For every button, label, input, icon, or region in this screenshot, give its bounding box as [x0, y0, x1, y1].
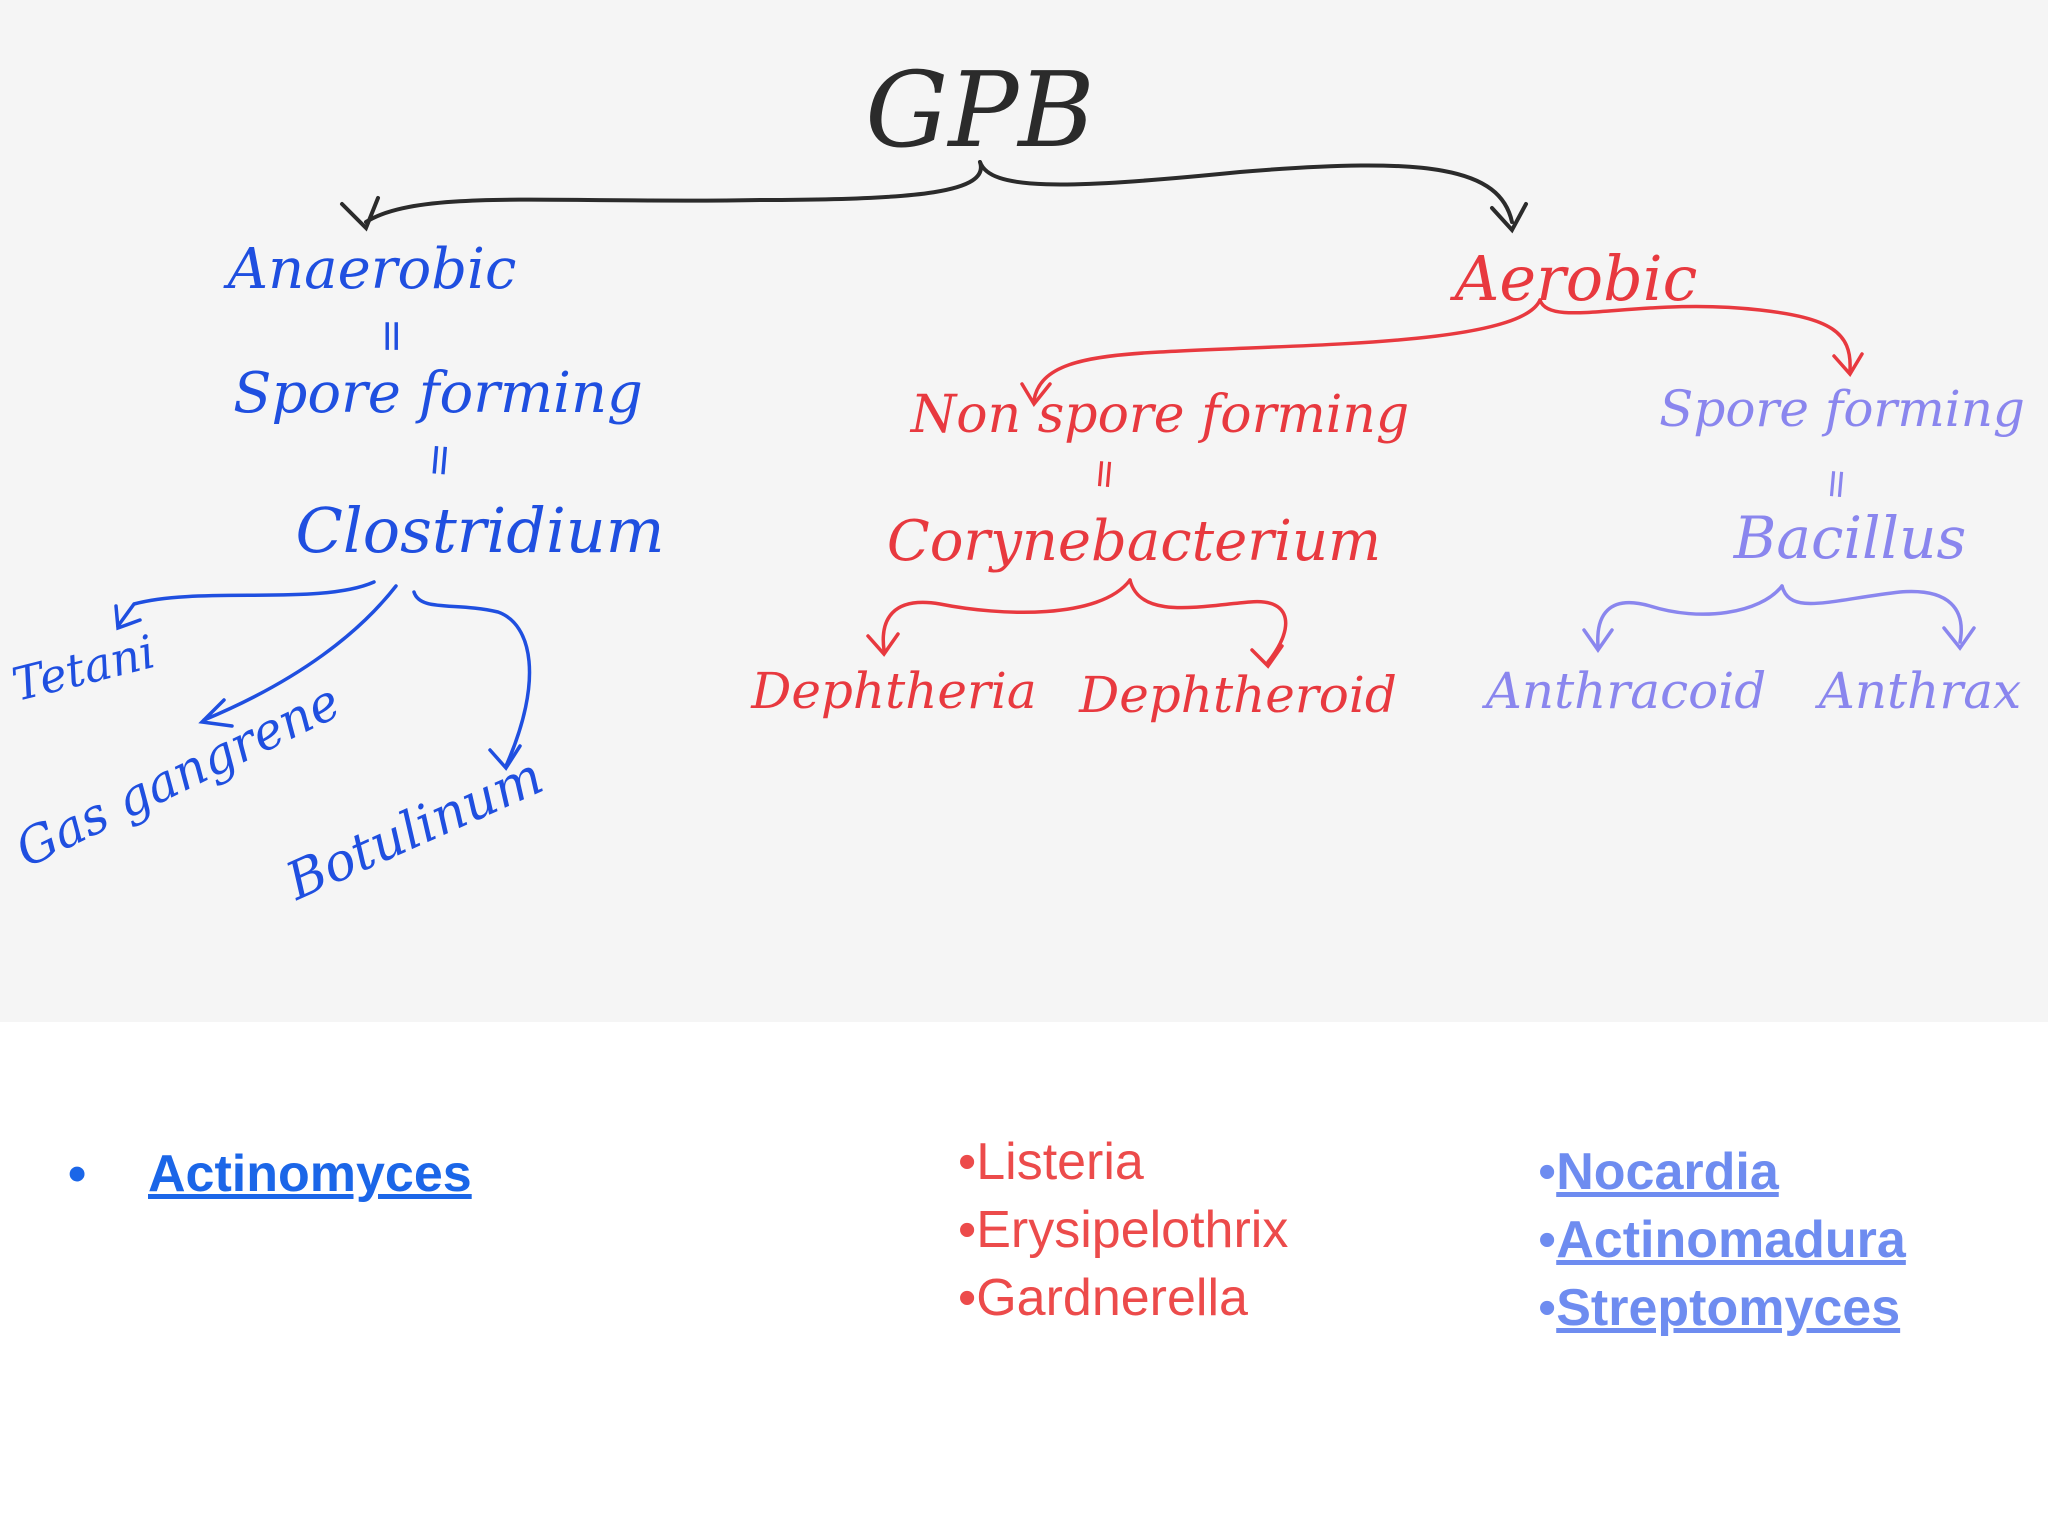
nocardia-link[interactable]: Nocardia — [1556, 1143, 1779, 1201]
arrow-to-botulinum — [412, 590, 532, 768]
anaerobic-equals-1: = — [367, 318, 418, 355]
corynebacterium-label: Corynebacterium — [887, 509, 1381, 574]
arrowhead-dephtheroid — [1250, 644, 1284, 669]
list-item: •Streptomyces — [1538, 1274, 1906, 1342]
bacillus-label: Bacillus — [1733, 504, 1966, 572]
list-item: •Listeria — [958, 1128, 1288, 1196]
list-item: •Nocardia — [1538, 1138, 1906, 1206]
bullet: • — [958, 1201, 977, 1259]
root-brace-right — [978, 160, 1514, 224]
list-item: •Gardnerella — [958, 1264, 1288, 1332]
arrow-to-tetani — [116, 580, 376, 628]
arrowhead-anaerobic — [340, 196, 380, 232]
whiteboard-area: GPB Anaerobic = Spore forming = Clostrid… — [6, 49, 2025, 913]
coryne-brace-right — [1128, 578, 1288, 664]
arrowhead-tetani — [114, 604, 142, 631]
root-label: GPB — [865, 49, 1094, 171]
anaerobic-equals-2: = — [413, 440, 467, 481]
bullet: • — [1538, 1211, 1557, 1269]
bacillus-brace-right — [1780, 584, 1963, 644]
erysipelothrix-item: Erysipelothrix — [976, 1201, 1289, 1259]
anthracoid-label: Anthracoid — [1482, 662, 1766, 720]
actinomyces-link[interactable]: Actinomyces — [148, 1145, 472, 1203]
root-brace — [364, 160, 983, 224]
list-item: • Actinomyces — [68, 1140, 472, 1208]
bacillus-brace-left — [1596, 584, 1784, 648]
gardnerella-item: Gardnerella — [976, 1269, 1248, 1327]
arrowhead-dephtheria — [866, 632, 900, 657]
non-spore-forming-label: Non spore forming — [909, 385, 1409, 445]
aerobic-brace — [1032, 298, 1542, 402]
anaerobic-spore-label: Spore forming — [233, 361, 643, 426]
arrow-to-gas-gangrene — [202, 584, 398, 722]
arrowhead-non-spore — [1020, 382, 1052, 408]
list-item: •Erysipelothrix — [958, 1196, 1288, 1264]
list-item: •Actinomadura — [1538, 1206, 1906, 1274]
actinomycetes-list: •Nocardia •Actinomadura •Streptomyces — [1538, 1138, 1906, 1342]
bacillus-equals: = — [1813, 465, 1862, 502]
corynebacterium-equals: = — [1081, 455, 1130, 492]
aerobic-label: Aerobic — [1450, 242, 1698, 315]
anthrax-label: Anthrax — [1815, 662, 2022, 720]
arrowhead-botulinum — [488, 744, 522, 771]
clostridium-label: Clostridium — [295, 494, 664, 567]
arrowhead-spore — [1832, 352, 1864, 377]
dephtheria-label: Dephtheria — [750, 662, 1036, 720]
bullet: • — [958, 1133, 977, 1191]
botulinum-label: Botulinum — [277, 746, 552, 912]
arrowhead-anthrax — [1942, 626, 1976, 651]
anaerobic-label: Anaerobic — [223, 237, 517, 302]
spore-forming-label: Spore forming — [1659, 380, 2025, 438]
non-spore-forming-list: •Listeria •Erysipelothrix •Gardnerella — [958, 1128, 1288, 1332]
bullet: • — [1538, 1279, 1557, 1337]
bullet: • — [68, 1145, 87, 1203]
actinomadura-link[interactable]: Actinomadura — [1556, 1211, 1906, 1269]
arrowhead-anthracoid — [1582, 628, 1614, 654]
tetani-label: Tetani — [7, 624, 160, 711]
streptomyces-link[interactable]: Streptomyces — [1556, 1279, 1901, 1337]
gpb-classification-diagram: GPB Anaerobic = Spore forming = Clostrid… — [7, 49, 2025, 913]
listeria-item: Listeria — [976, 1133, 1144, 1191]
actinomyces-list: • Actinomyces — [68, 1140, 472, 1208]
bullet: • — [1538, 1143, 1557, 1201]
bullet: • — [958, 1269, 977, 1327]
aerobic-brace-right — [1538, 298, 1852, 372]
arrowhead-aerobic — [1490, 202, 1528, 234]
dephtheroid-label: Dephtheroid — [1078, 666, 1397, 724]
arrowhead-gas-gangrene — [198, 698, 234, 728]
coryne-brace-left — [881, 578, 1132, 652]
